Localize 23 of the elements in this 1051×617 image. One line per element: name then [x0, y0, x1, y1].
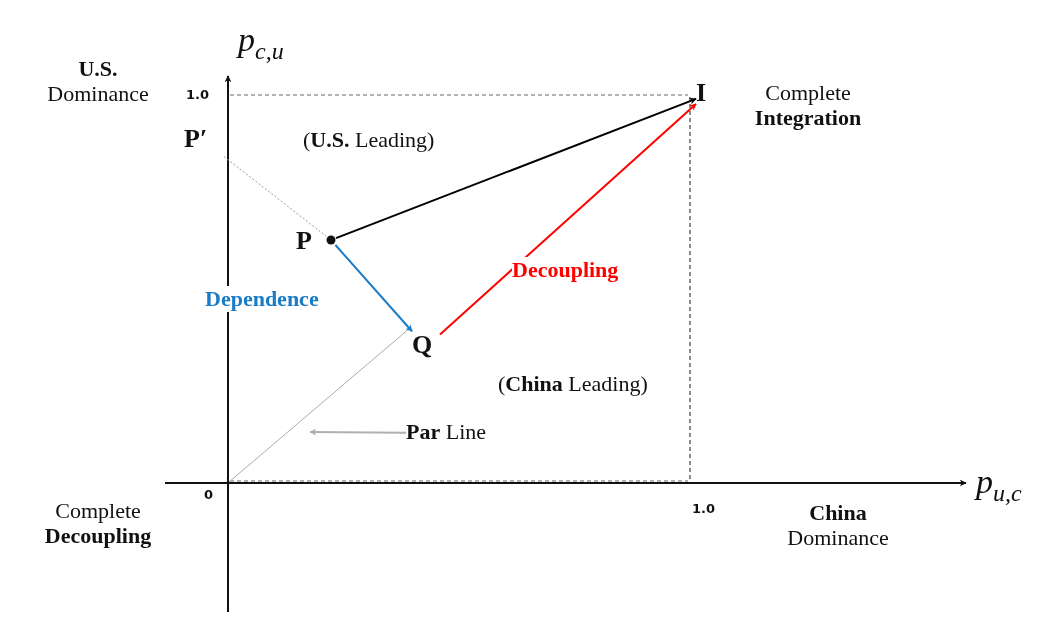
edge-label: Dependence [205, 286, 319, 312]
quadrant-label: U.S. Dominance [47, 56, 149, 107]
point-label: Q [412, 330, 433, 360]
point-label: P′ [184, 124, 208, 154]
arrow [439, 103, 697, 336]
arrow [334, 244, 413, 333]
tick-label: 0 [204, 488, 214, 503]
quadrant-label: Complete Decoupling [44, 498, 152, 549]
region-label: (China Leading) [498, 371, 648, 397]
axis-label: p$_{c,u}$ [238, 20, 284, 66]
connector-line [223, 156, 327, 237]
axis-label: p$_{u,c}$ [976, 462, 1022, 508]
point-label: I [696, 78, 707, 108]
tick-label: 1.0 [186, 88, 210, 103]
leader-text: Par Line [406, 419, 487, 445]
region-label: (U.S. Leading) [303, 127, 435, 153]
point-label: P [296, 226, 312, 256]
quadrant-label: Complete Integration [754, 80, 862, 131]
quadrant-label: China Dominance [787, 500, 889, 551]
leader-line [309, 428, 407, 436]
arrow [335, 97, 697, 240]
tick-label: 1.0 [692, 502, 716, 517]
edge-label: Decoupling [512, 257, 619, 283]
